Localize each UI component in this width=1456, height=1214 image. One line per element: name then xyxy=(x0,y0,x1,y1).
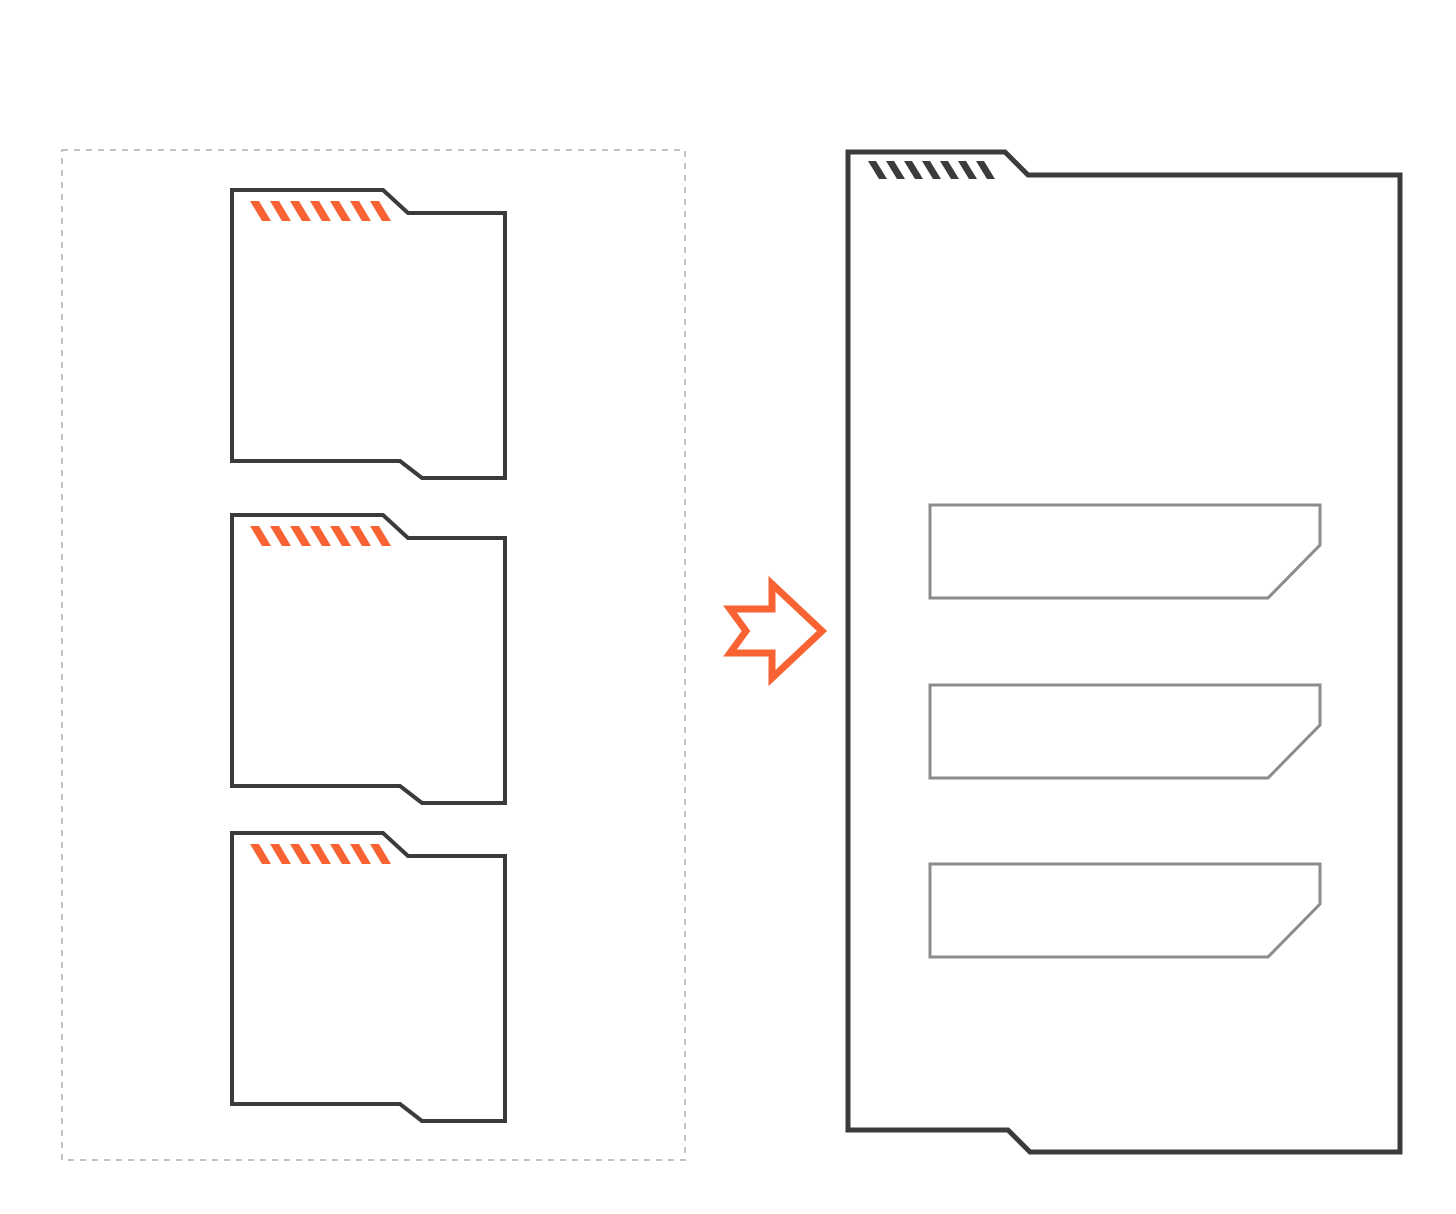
hatch-stripe xyxy=(290,844,311,864)
source-folder-1 xyxy=(230,188,507,480)
folder-icon xyxy=(230,831,507,1123)
hatch-stripe xyxy=(958,161,977,179)
hatch-stripe xyxy=(904,161,923,179)
document-slip-1 xyxy=(928,503,1322,600)
hatch-stripe xyxy=(370,201,391,221)
hatch-stripe xyxy=(868,161,887,179)
hatch-stripe xyxy=(922,161,941,179)
hatch-stripe xyxy=(270,201,291,221)
folder-tab-hatch-icon xyxy=(868,161,995,179)
hatch-stripe xyxy=(370,844,391,864)
hatch-stripe xyxy=(350,844,371,864)
hatch-stripe xyxy=(290,526,311,546)
hatch-stripe xyxy=(270,526,291,546)
hatch-stripe xyxy=(370,526,391,546)
hatch-stripe xyxy=(310,844,331,864)
merge-arrow-icon xyxy=(723,575,828,687)
target-folder xyxy=(845,149,1403,1155)
folder-icon xyxy=(230,513,507,805)
hatch-stripe xyxy=(330,201,351,221)
hatch-stripe xyxy=(330,526,351,546)
hatch-stripe xyxy=(330,844,351,864)
hatch-stripe xyxy=(310,526,331,546)
hatch-stripe xyxy=(270,844,291,864)
hatch-stripe xyxy=(250,201,271,221)
folder-tab-hatch-icon xyxy=(250,526,391,546)
folder-icon xyxy=(845,149,1403,1155)
hatch-stripe xyxy=(350,526,371,546)
document-slip-3 xyxy=(928,862,1322,959)
hatch-stripe xyxy=(290,201,311,221)
hatch-stripe xyxy=(940,161,959,179)
hatch-stripe xyxy=(250,844,271,864)
source-group-dashed-border xyxy=(61,149,686,1161)
hatch-stripe xyxy=(250,526,271,546)
folder-tab-hatch-icon xyxy=(250,201,391,221)
arrow-right-icon xyxy=(723,575,828,687)
source-folder-2 xyxy=(230,513,507,805)
folder-tab-hatch-icon xyxy=(250,844,391,864)
hatch-stripe xyxy=(350,201,371,221)
source-folder-3 xyxy=(230,831,507,1123)
hatch-stripe xyxy=(976,161,995,179)
hatch-stripe xyxy=(886,161,905,179)
folder-icon xyxy=(230,188,507,480)
document-slip-2 xyxy=(928,683,1322,780)
hatch-stripe xyxy=(310,201,331,221)
